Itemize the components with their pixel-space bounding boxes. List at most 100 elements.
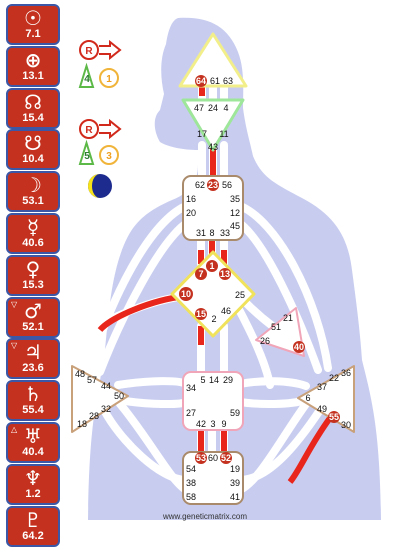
gate-53: 53 <box>196 453 206 463</box>
planet-card-south-node: ☋10.4 <box>6 129 60 171</box>
gate-43: 43 <box>208 142 218 152</box>
gate-51: 51 <box>271 322 281 332</box>
planet-value: 13.1 <box>22 69 44 82</box>
sun-icon: ☉ <box>24 6 42 30</box>
planet-value: 10.4 <box>22 153 44 166</box>
planet-value: 7.1 <box>25 28 41 40</box>
triangle-icon <box>78 62 95 88</box>
gate-29: 29 <box>223 375 233 385</box>
gate-21: 21 <box>283 313 293 323</box>
gate-9: 9 <box>221 419 226 429</box>
arrow-label-top: R <box>85 46 93 57</box>
gate-13: 13 <box>220 269 230 279</box>
g-center: 7 1 13 10 25 15 2 46 <box>170 250 256 338</box>
gate-6: 6 <box>305 393 310 403</box>
planet-value: 52.1 <box>22 320 44 333</box>
gate-10: 10 <box>181 289 191 299</box>
gate-4: 4 <box>223 103 228 113</box>
spleen-center: 48 57 44 50 32 28 18 <box>71 365 129 433</box>
gate-2: 2 <box>211 314 216 324</box>
gate-45: 45 <box>230 221 240 231</box>
mars-icon: ♂ <box>24 298 42 323</box>
gate-54: 54 <box>186 464 196 474</box>
gate-42: 42 <box>196 419 206 429</box>
gate-39: 39 <box>230 478 240 488</box>
gate-17: 17 <box>197 129 207 139</box>
gate-12: 12 <box>230 208 240 218</box>
planet-value: 15.3 <box>22 278 44 291</box>
saturn-icon: ♄ <box>24 382 42 407</box>
gate-63: 63 <box>223 76 233 86</box>
head-center: 64 61 63 <box>178 32 248 88</box>
gate-1: 1 <box>209 261 214 271</box>
gate-14: 14 <box>209 375 219 385</box>
gate-40: 40 <box>294 342 304 352</box>
pluto-icon: ♇ <box>24 507 42 532</box>
variables-top: R 4 1 <box>78 39 122 88</box>
planet-card-north-node: ☊15.4 <box>6 87 60 129</box>
gate-35: 35 <box>230 194 240 204</box>
moon-phase-icon <box>88 174 112 198</box>
gate-24: 24 <box>208 103 218 113</box>
svg-text:5: 5 <box>84 151 90 162</box>
gate-56: 56 <box>222 180 232 190</box>
gate-46: 46 <box>221 306 231 316</box>
svg-text:1: 1 <box>106 74 112 85</box>
svg-text:4: 4 <box>84 74 90 85</box>
gate-64: 64 <box>196 76 206 86</box>
right-arrow-icon <box>99 118 122 140</box>
planet-value: 1.2 <box>25 487 41 500</box>
gate-23: 23 <box>208 180 218 190</box>
planet-card-jupiter: ♃23.6 ▽ <box>6 338 60 380</box>
website-footer[interactable]: www.geneticmatrix.com <box>162 512 248 521</box>
gate-27: 27 <box>186 408 196 418</box>
svg-text:3: 3 <box>106 151 112 162</box>
channels <box>86 76 332 494</box>
planet-sidebar: ☉7.1⊕13.1☊15.4☋10.4☽53.1☿40.6♀15.3♂52.1▽… <box>0 0 70 551</box>
sacral-center: 5 14 29 34 27 42 3 9 59 <box>182 371 244 431</box>
planet-card-mars: ♂52.1 ▽ <box>6 296 60 338</box>
earth-icon: ⊕ <box>24 47 42 72</box>
gate-11: 11 <box>219 129 228 139</box>
gate-31: 31 <box>196 228 206 238</box>
gate-25: 25 <box>235 290 245 300</box>
planet-card-moon: ☽53.1 <box>6 171 60 213</box>
ego-center: 21 51 26 40 <box>255 307 305 357</box>
planet-value: 64.2 <box>22 529 44 542</box>
gate-41: 41 <box>230 492 240 502</box>
planet-value: 40.6 <box>22 237 44 249</box>
gate-26: 26 <box>260 336 270 346</box>
variables-bottom: R 5 3 <box>78 118 122 165</box>
planet-marker: △ <box>11 425 18 434</box>
gate-49: 49 <box>317 404 327 414</box>
planet-card-venus: ♀15.3 <box>6 254 60 296</box>
moon-icon: ☽ <box>24 173 42 198</box>
jupiter-icon: ♃ <box>24 340 42 365</box>
planet-value: 23.6 <box>22 362 44 375</box>
planet-marker: ▽ <box>11 299 18 309</box>
planet-card-neptune: ♆1.2 <box>6 463 60 505</box>
gate-44: 44 <box>101 381 111 391</box>
planet-value: 40.4 <box>22 446 44 458</box>
throat-center: 62 23 56 16 35 20 12 31 8 33 45 <box>182 175 244 241</box>
planet-value: 15.4 <box>22 111 44 124</box>
gate-58: 58 <box>186 492 196 502</box>
gate-8: 8 <box>209 228 214 238</box>
gate-38: 38 <box>186 478 196 488</box>
right-arrow-icon <box>99 39 122 61</box>
ajna-center: 47 24 4 17 11 43 <box>181 98 245 152</box>
planet-card-pluto: ♇64.2 <box>6 505 60 547</box>
planet-marker: ▽ <box>11 341 18 351</box>
gate-18: 18 <box>77 419 87 429</box>
north-node-icon: ☊ <box>24 89 42 114</box>
planet-value: 53.1 <box>22 195 44 208</box>
uranus-icon: ♅ <box>24 424 42 448</box>
gate-15: 15 <box>196 309 206 319</box>
gate-5: 5 <box>200 375 205 385</box>
planet-value: 55.4 <box>22 404 44 417</box>
triangle-icon <box>78 139 95 165</box>
venus-icon: ♀ <box>25 256 41 281</box>
gate-3: 3 <box>210 419 215 429</box>
gate-32: 32 <box>101 404 111 414</box>
gate-55: 55 <box>329 412 339 422</box>
